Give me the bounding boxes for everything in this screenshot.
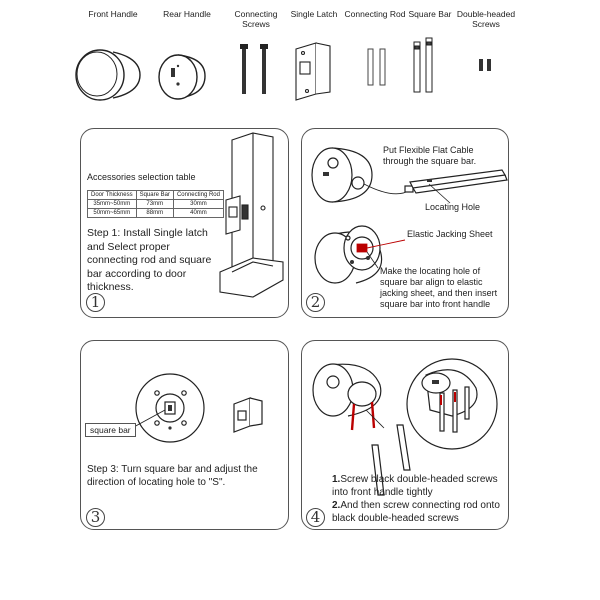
step4-number-text: 4: [310, 508, 321, 526]
step4-line1-text: Screw black double-headed screws into fr…: [332, 474, 498, 498]
accessories-table: Door Thickness Square Bar Connecting Rod…: [87, 190, 224, 218]
step1-number-text: 1: [90, 293, 101, 311]
double-headed-screws-drawing: [479, 59, 491, 71]
step1-instruction: Step 1: Install Single latch and Select …: [87, 227, 212, 293]
parts-illustrations: [75, 37, 491, 101]
square-bar-drawing: [413, 37, 433, 93]
part-label-double-headed-screws: Double-headed Screws: [456, 9, 516, 29]
table-cell: 88mm: [135, 208, 174, 218]
table-row: 50mm~65mm 88mm 40mm: [87, 208, 224, 218]
rear-handle-drawing: [158, 54, 206, 100]
step4-line1-number: 1.: [332, 474, 341, 485]
step4-line2-text: And then screw connecting rod onto black…: [332, 500, 500, 524]
step2-number: 2: [306, 293, 325, 312]
step1-number: 1: [86, 293, 105, 312]
locating-hole-label: Locating Hole: [425, 202, 481, 212]
step2-number-text: 2: [310, 293, 321, 311]
front-handle-drawing: [75, 49, 141, 101]
step4-number: 4: [306, 508, 325, 527]
step2-instruction: Make the locating hole of square bar ali…: [380, 266, 498, 309]
step3-instruction: Step 3: Turn square bar and adjust the d…: [87, 464, 258, 488]
elastic-jacking-sheet-label: Elastic Jacking Sheet: [407, 229, 493, 239]
step3-number: 3: [86, 508, 105, 527]
square-bar-tag: square bar: [85, 423, 136, 437]
part-label-connecting-screws: Connecting Screws: [234, 9, 278, 29]
single-latch-drawing: [295, 42, 331, 101]
step2-note-top: Put Flexible Flat Cable through the squa…: [383, 145, 477, 166]
part-label-rear-handle: Rear Handle: [163, 9, 211, 19]
part-label-square-bar: Square Bar: [408, 9, 452, 19]
step4-instruction-2: 2.And then screw connecting rod onto bla…: [332, 500, 502, 525]
part-label-front-handle: Front Handle: [88, 9, 138, 19]
step4-line2-number: 2.: [332, 500, 341, 511]
accessories-table-title: Accessories selection table: [87, 172, 196, 182]
table-cell: 40mm: [172, 208, 224, 218]
part-label-single-latch: Single Latch: [290, 9, 338, 19]
part-label-connecting-rod: Connecting Rod: [344, 9, 406, 19]
connecting-rod-drawing: [367, 48, 386, 86]
step4-instruction-1: 1.Screw black double-headed screws into …: [332, 474, 502, 499]
step3-number-text: 3: [90, 508, 101, 526]
connecting-screws-drawing: [240, 44, 268, 94]
